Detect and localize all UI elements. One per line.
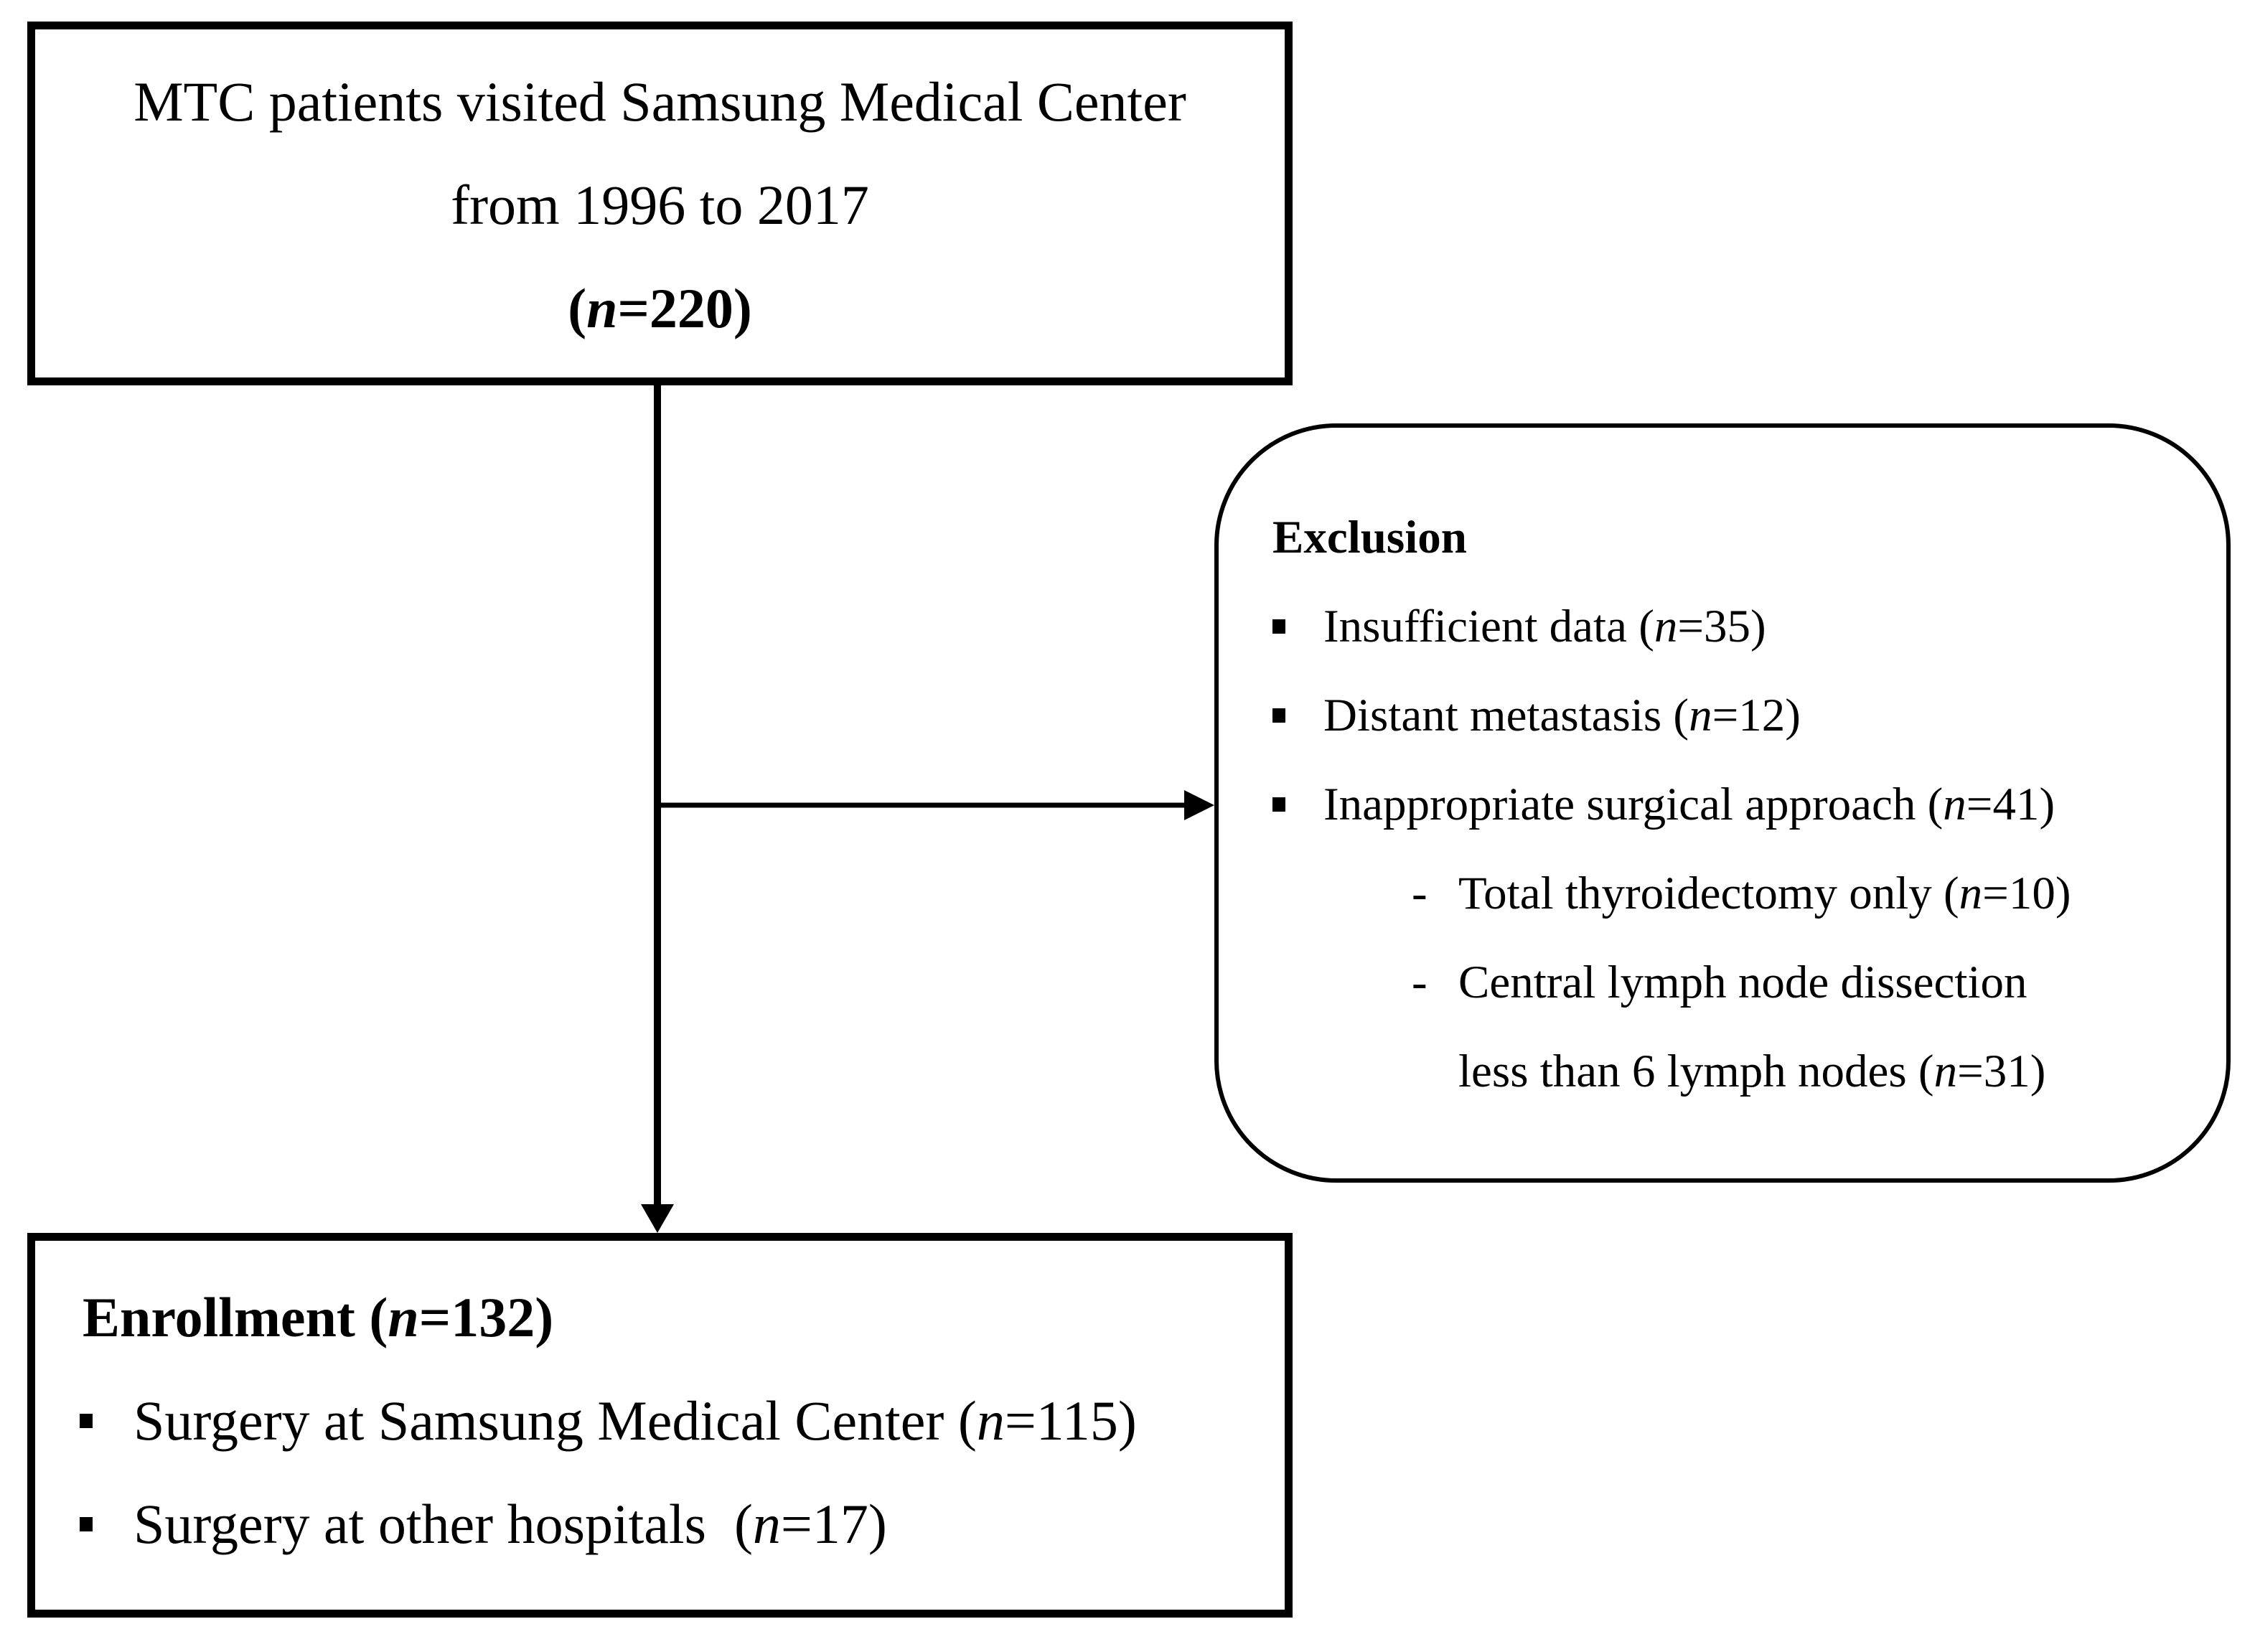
dash-icon: -	[1412, 868, 1427, 919]
exclusion-item: Distant metastasis (n=12)	[1272, 671, 2226, 760]
dash-icon: -	[1412, 957, 1427, 1008]
n-variable: n	[586, 277, 618, 339]
n-variable: n	[1959, 868, 1983, 919]
enrollment-box: Enrollment (n=132) Surgery at Samsung Me…	[27, 1233, 1293, 1618]
exclusion-sub-item: - Total thyroidectomy only (n=10)	[1412, 849, 2226, 938]
exclusion-title: Exclusion	[1272, 512, 1467, 563]
bullet-icon	[80, 1517, 93, 1531]
arrow-down-icon	[641, 1204, 674, 1233]
bullet-icon	[1272, 797, 1285, 812]
exclusion-box: Exclusion Insufficient data (n=35) Dista…	[1214, 423, 2231, 1183]
exclusion-item: Insufficient data (n=35)	[1272, 582, 2226, 671]
exclusion-sub-item-continuation: less than 6 lymph nodes (n=31)	[1458, 1046, 2046, 1097]
enrollment-item: Surgery at other hospitals (n=17)	[80, 1473, 1285, 1576]
bullet-icon	[80, 1414, 93, 1428]
bullet-icon	[1272, 708, 1285, 723]
n-variable: n	[1689, 690, 1712, 741]
n-variable: n	[388, 1286, 419, 1348]
n-variable: n	[1654, 601, 1678, 652]
n-variable: n	[1933, 1046, 1958, 1097]
bullet-icon	[1272, 619, 1285, 634]
arrow-right-icon	[1184, 790, 1214, 820]
exclusion-sub-item: - Central lymph node dissection	[1412, 938, 2226, 1027]
enrollment-title: Enrollment (n=132)	[83, 1266, 1285, 1369]
n-variable: n	[1943, 779, 1966, 830]
enrollment-item: Surgery at Samsung Medical Center (n=115…	[80, 1369, 1285, 1473]
n-variable: n	[976, 1389, 1005, 1452]
top-box-count: (n=220)	[568, 277, 752, 339]
top-box-population: MTC patients visited Samsung Medical Cen…	[27, 22, 1293, 385]
n-variable: n	[752, 1493, 781, 1555]
top-box-line1: MTC patients visited Samsung Medical Cen…	[133, 70, 1186, 133]
exclusion-item: Inappropriate surgical approach (n=41)	[1272, 760, 2226, 849]
top-box-line2: from 1996 to 2017	[451, 174, 869, 236]
